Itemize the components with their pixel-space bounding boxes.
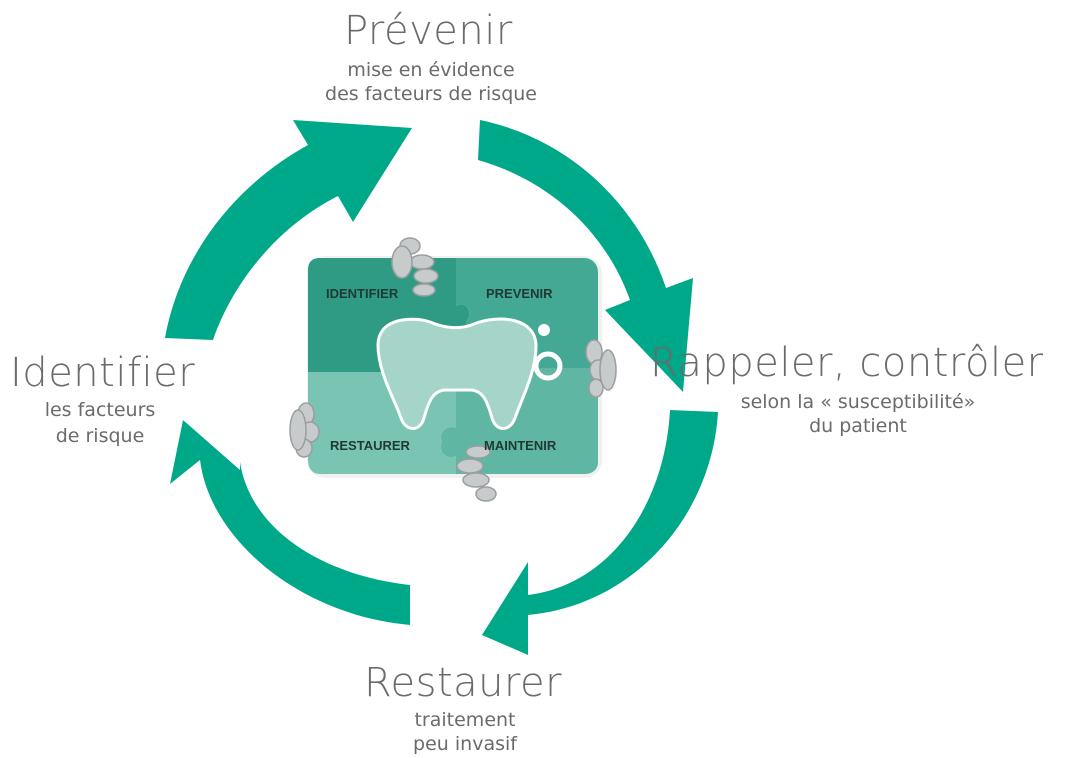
step-title-identifier: Identifier — [10, 350, 196, 396]
step-sub-rappeler-2: du patient — [809, 415, 907, 437]
arrow-prevenir-to-rappeler — [478, 120, 693, 392]
puzzle-illustration: IDENTIFIER PREVENIR RESTAURER MAINTENIR — [289, 237, 617, 502]
arrow-identifier-to-prevenir — [165, 120, 412, 340]
step-title-restaurer: Restaurer — [364, 660, 563, 706]
decorative-ring — [533, 351, 563, 381]
step-sub-identifier-1: les facteurs — [44, 399, 156, 421]
hand-top-icon — [391, 237, 439, 297]
puzzle-label-maintenir: MAINTENIR — [484, 438, 557, 453]
step-sub-rappeler-1: selon la « susceptibilité» — [740, 391, 976, 413]
step-title-rappeler: Rappeler, contrôler — [650, 340, 1044, 386]
puzzle-label-restaurer: RESTAURER — [330, 438, 411, 453]
arrow-restaurer-to-identifier — [170, 420, 410, 625]
tooth-icon — [376, 317, 538, 430]
step-sub-prevenir-1: mise en évidence — [347, 59, 515, 81]
step-sub-restaurer-2: peu invasif — [413, 733, 517, 755]
step-sub-prevenir-2: des facteurs de risque — [325, 83, 537, 105]
hand-right-icon — [585, 339, 617, 398]
step-title-prevenir: Prévenir — [344, 8, 513, 54]
step-sub-identifier-2: de risque — [55, 425, 145, 447]
step-sub-restaurer-1: traitement — [414, 709, 516, 731]
decorative-dot — [538, 324, 550, 336]
puzzle-label-prevenir: PREVENIR — [486, 286, 553, 301]
puzzle-label-identifier: IDENTIFIER — [326, 286, 399, 301]
hand-left-icon — [289, 402, 320, 458]
arrow-rappeler-to-restaurer — [482, 410, 718, 655]
hand-bottom-icon — [456, 445, 497, 502]
